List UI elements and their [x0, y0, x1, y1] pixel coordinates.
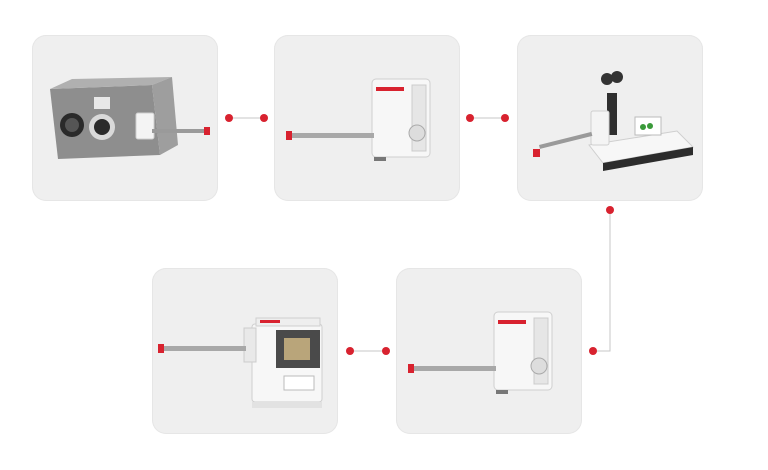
- step-card-shuttle-2: [396, 268, 582, 434]
- step-card-cryo-instrument: [152, 268, 338, 434]
- stereo-microscope-workstation-icon: [533, 71, 695, 171]
- connector-3-5: [589, 206, 614, 355]
- connector-dot: [382, 347, 390, 355]
- connector-1-2: [225, 114, 268, 122]
- connector-dot: [466, 114, 474, 122]
- vacuum-transfer-shuttle-icon: [286, 78, 431, 161]
- step-card-microscope: [517, 35, 703, 201]
- step-card-glovebox: [32, 35, 218, 201]
- connector-dot: [606, 206, 614, 214]
- connector-dot: [589, 347, 597, 355]
- connector-2-3: [466, 114, 509, 122]
- step-card-shuttle-1: [274, 35, 460, 201]
- glovebox-instrument-icon: [50, 77, 210, 159]
- connector-dot: [346, 347, 354, 355]
- connector-dot: [260, 114, 268, 122]
- connector-dot: [501, 114, 509, 122]
- connector-dot: [225, 114, 233, 122]
- connector-5-4: [346, 347, 390, 355]
- vacuum-transfer-shuttle-icon: [408, 311, 553, 394]
- cryo-preparation-instrument-icon: [158, 317, 323, 408]
